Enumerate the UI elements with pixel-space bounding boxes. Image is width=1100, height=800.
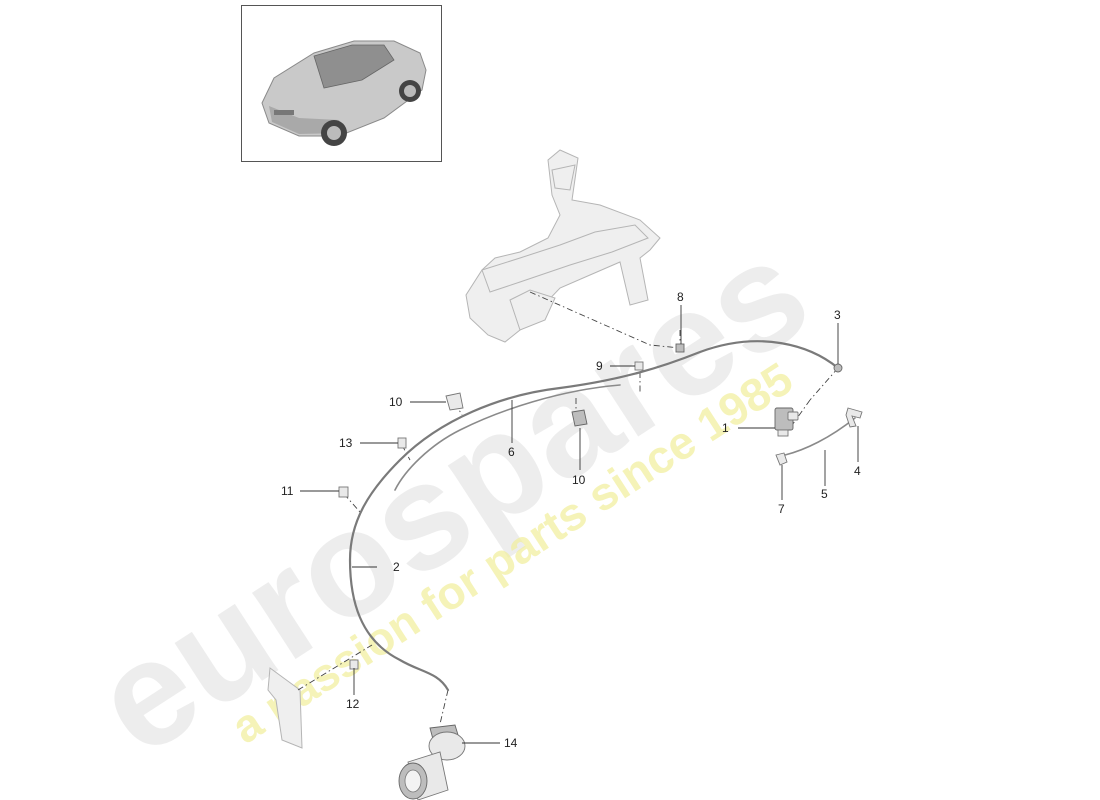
vacuum-actuator-part xyxy=(398,724,466,800)
callout-labels: 1 2 3 4 5 6 7 8 9 10 10 11 12 13 14 xyxy=(281,290,861,750)
callout-14: 14 xyxy=(504,736,518,750)
callout-2: 2 xyxy=(393,560,400,574)
clip-12-part xyxy=(349,659,359,670)
callout-4: 4 xyxy=(854,464,861,478)
vehicle-thumbnail xyxy=(241,5,442,162)
callout-10-lower: 10 xyxy=(572,473,586,487)
solenoid-valve-part xyxy=(774,407,799,437)
callout-8: 8 xyxy=(677,290,684,304)
vacuum-hoses xyxy=(348,340,856,692)
clip-13-part xyxy=(397,437,407,449)
callout-10-upper: 10 xyxy=(389,395,403,409)
small-parts xyxy=(338,343,863,800)
elbow-connector-part xyxy=(775,452,788,466)
callout-3: 3 xyxy=(834,308,841,322)
leader-lines xyxy=(300,305,859,744)
lower-mount-bracket xyxy=(267,667,303,749)
callout-11: 11 xyxy=(281,484,294,498)
callout-1: 1 xyxy=(722,421,729,435)
clip-10-upper-part xyxy=(445,392,464,411)
rear-bracket-part xyxy=(465,149,661,343)
callout-13: 13 xyxy=(339,436,353,450)
t-connector-part xyxy=(845,407,863,428)
sports-coupe-car-icon xyxy=(261,40,427,146)
callout-9: 9 xyxy=(596,359,603,373)
clip-9-part xyxy=(634,361,644,371)
clip-11-part xyxy=(338,486,349,498)
hose-end-fitting-part xyxy=(833,363,843,373)
clip-8-part xyxy=(675,343,685,353)
alignment-lines xyxy=(297,291,839,725)
clip-10-lower-part xyxy=(571,409,588,427)
callout-7: 7 xyxy=(778,502,785,516)
callout-5: 5 xyxy=(821,487,828,501)
callout-6: 6 xyxy=(508,445,515,459)
callout-12: 12 xyxy=(346,697,360,711)
